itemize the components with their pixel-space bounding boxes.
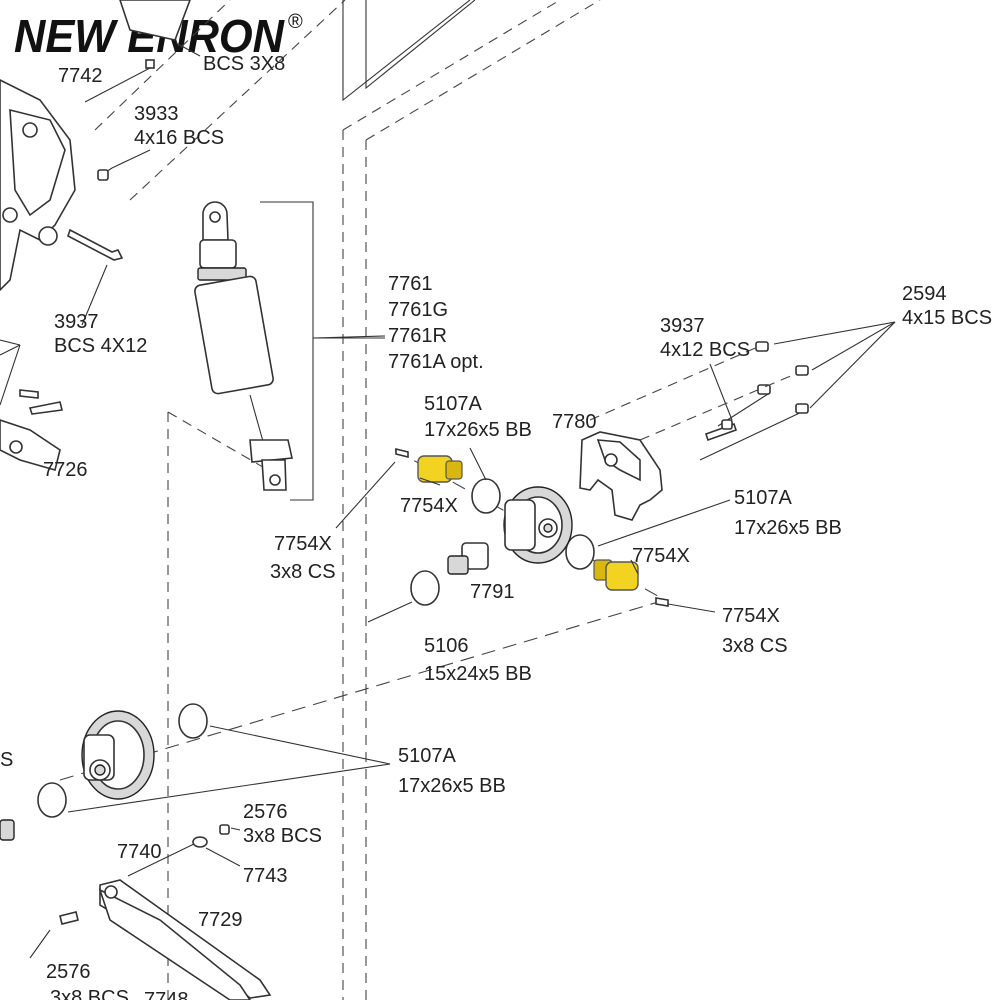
label-7754x-left: 7754X xyxy=(400,495,458,517)
label-s-partial: S xyxy=(0,749,13,771)
shock-callout-bracket xyxy=(260,201,314,501)
label-bcs-3x8-top: BCS 3X8 xyxy=(203,53,285,75)
label-7761r: 7761R xyxy=(388,325,447,347)
screw-7742 xyxy=(84,59,155,103)
label-bcs-4x12: BCS 4X12 xyxy=(54,335,147,357)
label-7754x-screw-right: 7754X xyxy=(722,605,780,627)
label-4x12-bcs: 4x12 BCS xyxy=(660,339,750,361)
label-2594: 2594 xyxy=(902,283,947,305)
bearing-icon xyxy=(37,478,595,818)
assembly-axis xyxy=(59,599,666,781)
label-3937-left: 3937 xyxy=(54,311,99,333)
upper-arm-assembly xyxy=(0,0,191,471)
screw-3937-right xyxy=(704,363,738,442)
pinion-gear-7791 xyxy=(447,542,489,575)
label-7742: 7742 xyxy=(58,65,103,87)
label-4x15-bcs: 4x15 BCS xyxy=(902,307,992,329)
label-7761g: 7761G xyxy=(388,299,448,321)
label-7743: 7743 xyxy=(243,865,288,887)
label-17x26x5-top: 17x26x5 BB xyxy=(424,419,532,441)
label-17x26x5-right: 17x26x5 BB xyxy=(734,517,842,539)
label-2576-bottom: 2576 xyxy=(46,961,91,983)
label-7761a: 7761A opt. xyxy=(388,351,484,373)
label-17x26x5-bottom: 17x26x5 BB xyxy=(398,775,506,797)
label-5107a-bottom: 5107A xyxy=(398,745,456,767)
label-7761: 7761 xyxy=(388,273,433,295)
label-3x8-bcs-bottom: 3x8 BCS xyxy=(50,987,129,1000)
screws-2594 xyxy=(589,321,896,461)
label-3x8-cs-right: 3x8 CS xyxy=(722,635,788,657)
label-5106: 5106 xyxy=(424,635,469,657)
output-cup-left xyxy=(395,447,463,483)
screw-3937-left xyxy=(0,228,124,415)
label-7754x-right: 7754X xyxy=(632,545,690,567)
label-7748: 7748 xyxy=(144,989,189,1000)
label-3937-right: 3937 xyxy=(660,315,705,337)
label-2576-top: 2576 xyxy=(243,801,288,823)
screw-3933 xyxy=(97,149,151,181)
shock-icon xyxy=(194,201,293,491)
differential-icon xyxy=(503,486,573,564)
label-3x8-bcs: 3x8 BCS xyxy=(243,825,322,847)
callout-leaders xyxy=(29,42,731,959)
label-7729: 7729 xyxy=(198,909,243,931)
label-4x16-bcs: 4x16 BCS xyxy=(134,127,224,149)
label-5107a-top: 5107A xyxy=(424,393,482,415)
label-7780: 7780 xyxy=(552,411,597,433)
lower-arm-7729 xyxy=(59,824,272,1000)
label-3933: 3933 xyxy=(134,103,179,125)
bracket-icon xyxy=(579,431,663,521)
brand-registered-mark: ® xyxy=(288,11,303,33)
label-15x24x5: 15x24x5 BB xyxy=(424,663,532,685)
part-labels: 7742 BCS 3X8 3933 4x16 BCS 3937 BCS 4X12… xyxy=(0,53,992,1000)
label-7791: 7791 xyxy=(470,581,515,603)
label-3x8-cs-left: 3x8 CS xyxy=(270,561,336,583)
label-7754x-screw-left: 7754X xyxy=(274,533,332,555)
output-cup-right xyxy=(593,559,669,607)
label-7740: 7740 xyxy=(117,841,162,863)
gear-icon xyxy=(0,710,155,841)
label-5107a-right: 5107A xyxy=(734,487,792,509)
label-7726: 7726 xyxy=(43,459,88,481)
chassis-outline xyxy=(94,0,601,1000)
